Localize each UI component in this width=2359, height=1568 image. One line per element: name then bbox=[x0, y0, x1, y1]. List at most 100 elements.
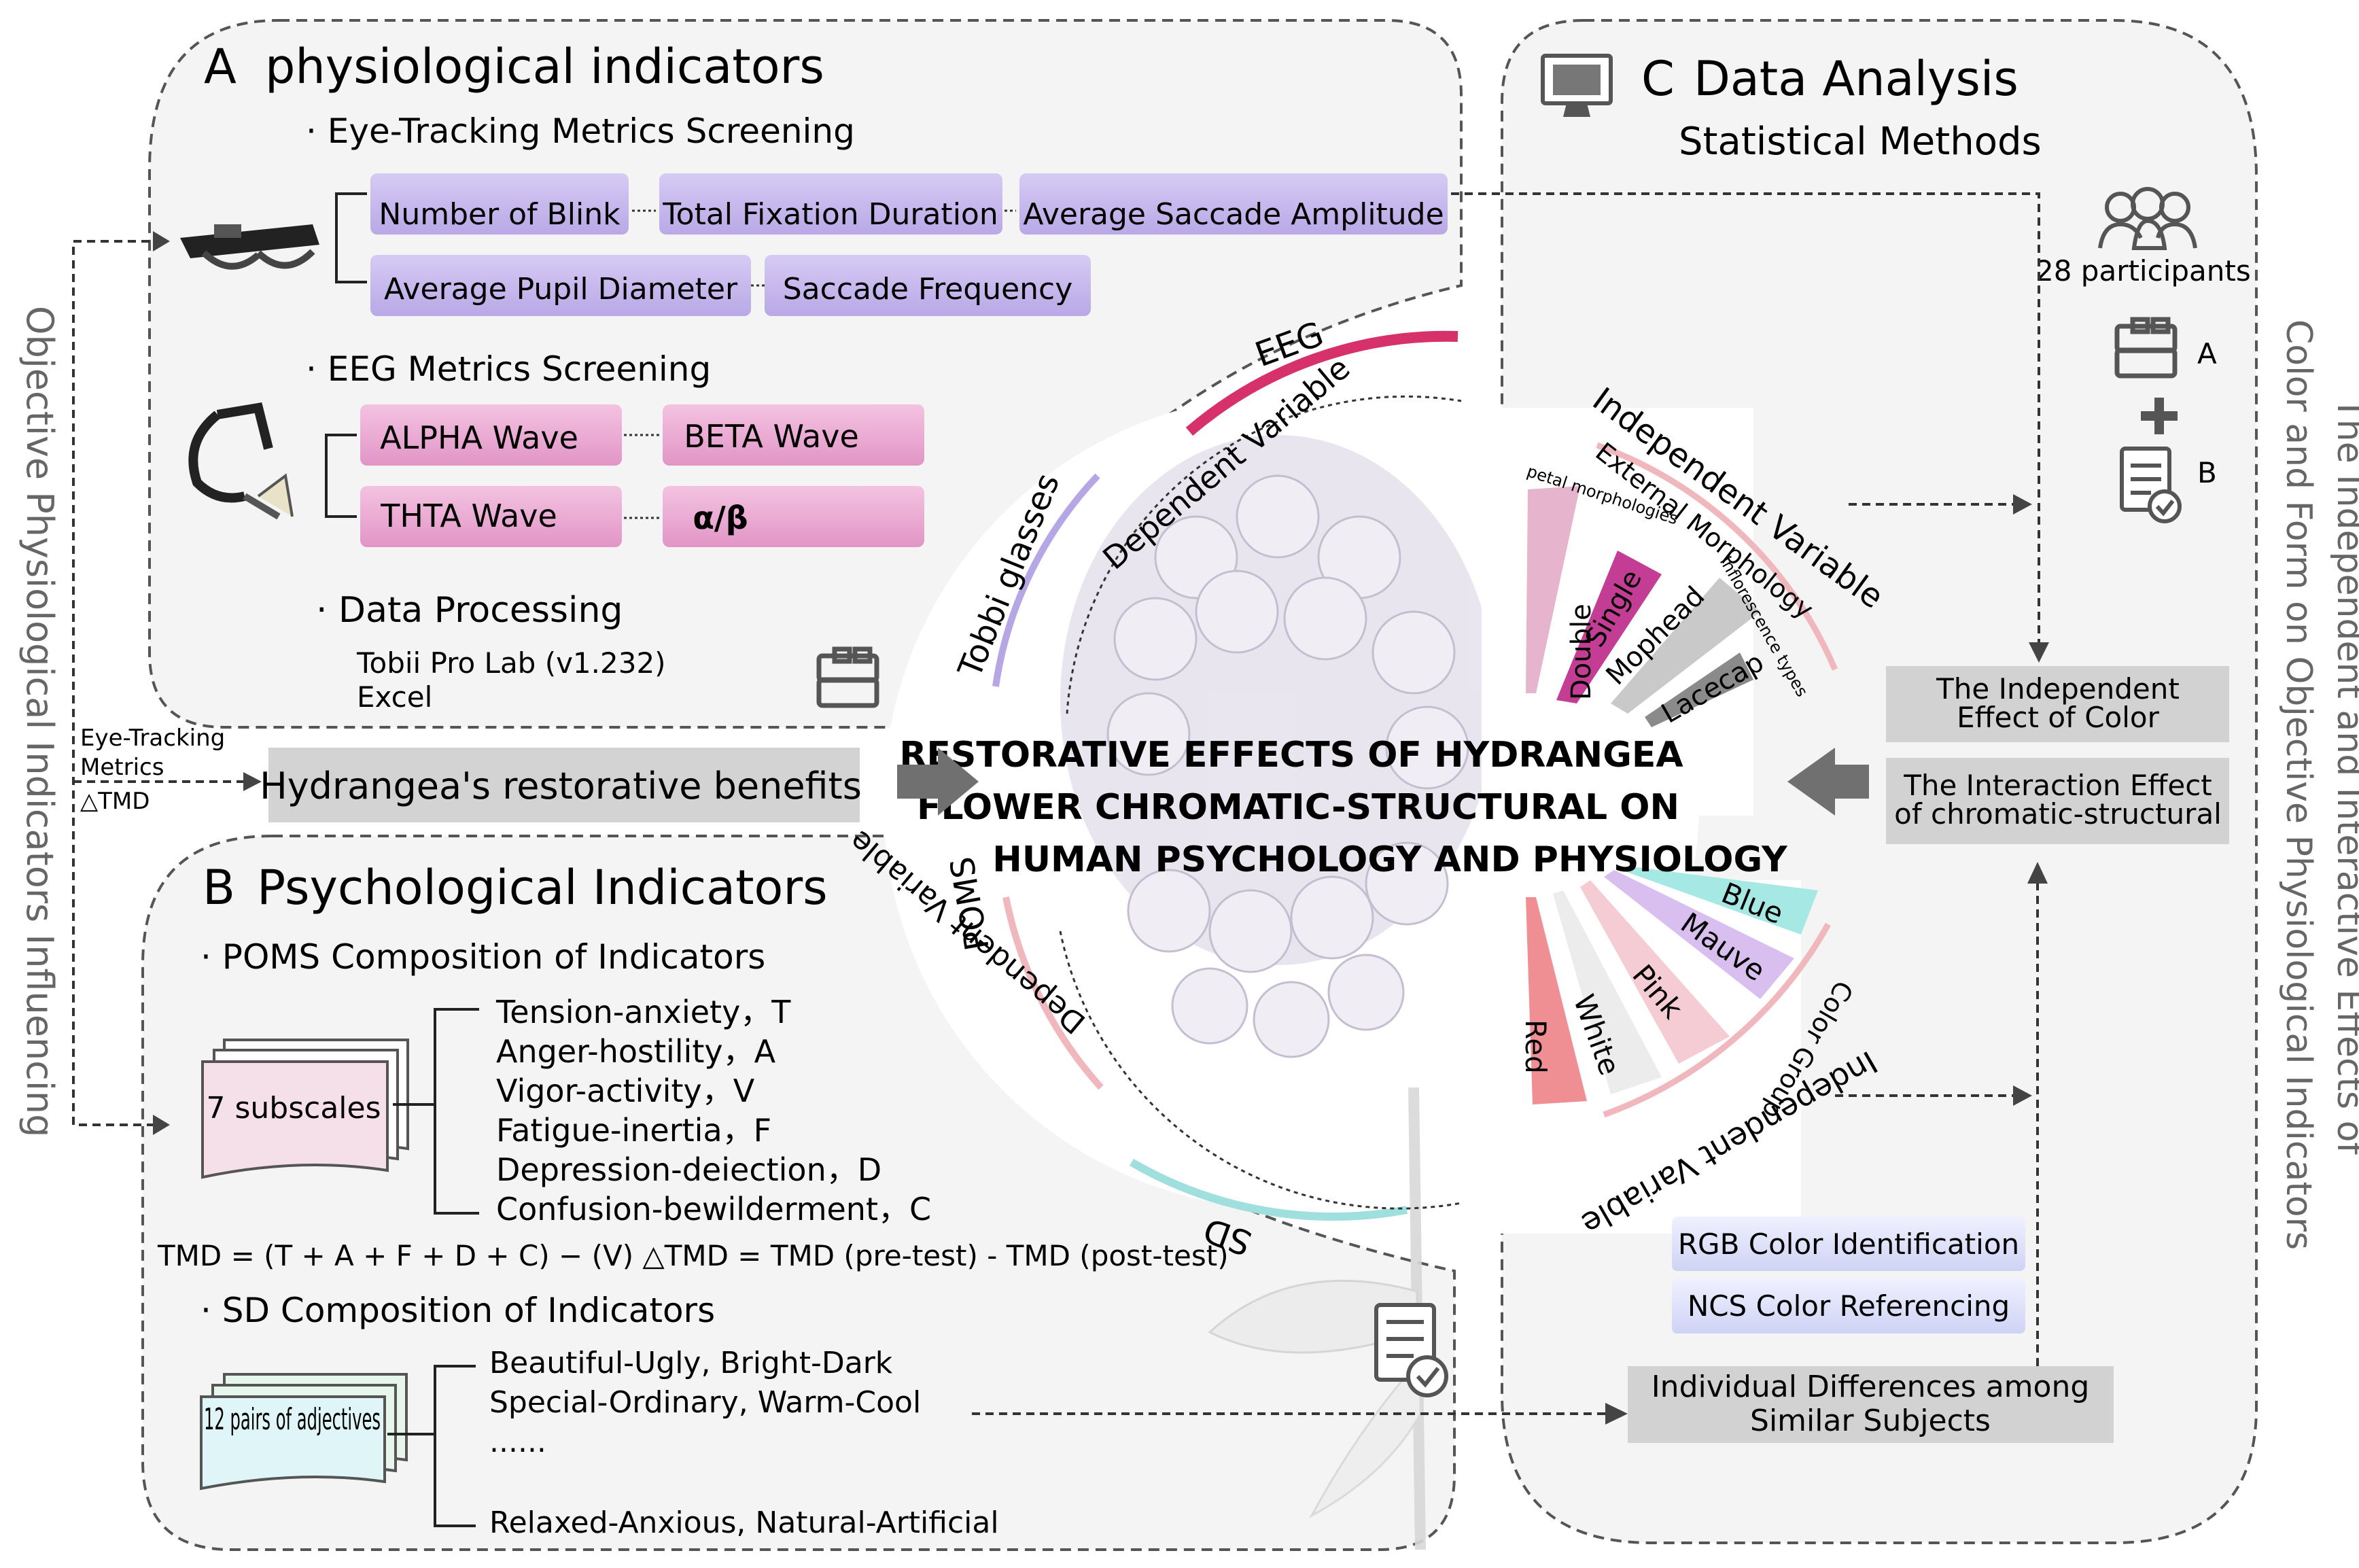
center-title-line-3: HUMAN PSYCHOLOGY AND PHYSIOLOGY bbox=[992, 839, 1788, 880]
sd-card-label-line: 12 pairs of adjectives bbox=[204, 1402, 381, 1437]
tobii-arc bbox=[992, 473, 1100, 687]
participants-label: 28 participants bbox=[2035, 254, 2251, 288]
rgb-method-label: RGB Color Identification bbox=[1678, 1227, 2019, 1261]
group-b-label: B bbox=[2197, 456, 2217, 489]
eeg-metric-box-2: THTA Wave bbox=[360, 486, 622, 547]
eye-metric-box-3: Average Pupil Diameter bbox=[370, 255, 751, 316]
eeg-metric-label-0: ALPHA Wave bbox=[380, 419, 578, 456]
eye-metric-label-3: Average Pupil Diameter bbox=[384, 272, 738, 307]
color-arrow bbox=[2013, 1085, 2032, 1106]
poms-item-5: Confusion-bewilderment，C bbox=[496, 1191, 931, 1227]
section-c-title: Data Analysis bbox=[1694, 51, 2019, 107]
poms-item-1: Anger-hostility，A bbox=[496, 1033, 776, 1070]
benefits-arrow bbox=[243, 772, 262, 791]
poms-arc bbox=[1002, 896, 1104, 1090]
red-bar bbox=[1526, 897, 1587, 1104]
section-c-letter: C bbox=[1641, 51, 1675, 107]
blue-bar bbox=[1621, 867, 1818, 935]
eye-tracking-glasses-icon bbox=[180, 224, 319, 270]
effects-down-arrow bbox=[2029, 642, 2049, 663]
group-a-database-icon bbox=[2114, 317, 2178, 379]
sd-item-2: ...... bbox=[489, 1425, 546, 1459]
eeg-metric-label-3: α/β bbox=[693, 500, 748, 536]
color-group-arc bbox=[1603, 922, 1831, 1118]
poms-card-stack: 7 subscales bbox=[201, 1039, 409, 1179]
sd-arc bbox=[1129, 1158, 1408, 1221]
right-arrow-to-center bbox=[897, 748, 979, 816]
eye-metric-box-1: Total Fixation Duration bbox=[659, 173, 1002, 234]
sd-item-1: Special-Ordinary, Warm-Cool bbox=[489, 1385, 921, 1420]
center-title-line-1: RESTORATIVE EFFECTS OF HYDRANGEA bbox=[899, 735, 1683, 776]
sd-item-0: Beautiful-Ugly, Bright-Dark bbox=[489, 1346, 893, 1380]
center-title-line-2: FLOWER CHROMATIC-STRUCTURAL ON bbox=[917, 787, 1679, 828]
differences-label-b: Similar Subjects bbox=[1750, 1404, 1991, 1438]
left-connector-line bbox=[72, 240, 163, 1126]
color-bars bbox=[1526, 867, 1818, 1104]
differences-arrow bbox=[1605, 1403, 1628, 1425]
processing-tool-1: Excel bbox=[357, 680, 432, 714]
section-a-title: physiological indicators bbox=[265, 39, 824, 94]
eye-metric-label-0: Number of Blink bbox=[379, 197, 621, 232]
effect-label-1b: of chromatic-structural bbox=[1894, 797, 2222, 831]
poms-card-label: 7 subscales bbox=[206, 1091, 381, 1126]
survey-check-icon-b bbox=[1374, 1303, 1448, 1397]
benefits-box: Hydrangea's restorative benefits bbox=[260, 748, 862, 822]
differences-label-a: Individual Differences among bbox=[1652, 1370, 2090, 1404]
rgb-method-box: RGB Color Identification bbox=[1672, 1217, 2025, 1271]
eeg-metric-box-0: ALPHA Wave bbox=[360, 404, 622, 466]
hydrangea-illustration bbox=[1060, 435, 1495, 1550]
poms-items-bracket bbox=[434, 1008, 479, 1215]
effect-label-0a: The Independent bbox=[1936, 672, 2180, 705]
eeg-metric-box-3: α/β bbox=[663, 486, 924, 547]
effect-box-0: The Independent Effect of Color bbox=[1886, 666, 2229, 742]
poms-item-2: Vigor-activity，V bbox=[496, 1073, 755, 1109]
eye-metric-box-0: Number of Blink bbox=[370, 173, 629, 234]
poms-heading: · POMS Composition of Indicators bbox=[200, 937, 765, 977]
monitor-icon bbox=[1541, 54, 1613, 117]
center-title: RESTORATIVE EFFECTS OF HYDRANGEA FLOWER … bbox=[899, 735, 1788, 880]
effect-label-0b: Effect of Color bbox=[1957, 701, 2159, 734]
plus-icon bbox=[2141, 398, 2178, 434]
section-a-letter: A bbox=[204, 39, 237, 94]
group-b-survey-icon bbox=[2120, 447, 2182, 523]
panel-b-outline bbox=[141, 835, 1456, 1551]
poms-item-0: Tension-anxiety，T bbox=[495, 994, 791, 1030]
ncs-method-label: NCS Color Referencing bbox=[1688, 1289, 2010, 1323]
database-icon bbox=[816, 646, 879, 708]
external-morphology-arc bbox=[1596, 442, 1838, 671]
eye-metric-label-4: Saccade Frequency bbox=[783, 272, 1073, 307]
effect-label-1a: The Interaction Effect bbox=[1903, 769, 2212, 802]
sd-card-stack: 12 pairs of adjectives bbox=[200, 1373, 408, 1491]
eeg-metric-label-2: THTA Wave bbox=[380, 498, 557, 534]
eye-tracking-heading: · Eye-Tracking Metrics Screening bbox=[306, 111, 855, 151]
left-arrow-to-center bbox=[1787, 748, 1869, 816]
section-b-title: Psychological Indicators bbox=[257, 860, 828, 916]
metrics-side-label: Metrics bbox=[80, 754, 164, 781]
eeg-arc bbox=[1185, 330, 1458, 436]
side-right-label-line-1: Color and Form on Objective Physiologica… bbox=[2278, 319, 2319, 1250]
sd-item-3: Relaxed-Anxious, Natural-Artificial bbox=[489, 1505, 999, 1540]
eye-metrics-to-participants-connector bbox=[1451, 192, 2040, 652]
color-red-label: Red bbox=[1519, 1020, 1552, 1074]
data-processing-heading: · Data Processing bbox=[316, 590, 623, 631]
eeg-headset-icon bbox=[188, 402, 294, 520]
section-b-letter: B bbox=[203, 860, 235, 916]
eye-tracking-side-label: Eye-Tracking bbox=[80, 725, 225, 752]
effects-up-arrow bbox=[2027, 862, 2048, 884]
poms-item-4: Depression-deiection，D bbox=[496, 1151, 881, 1188]
sd-heading: · SD Composition of Indicators bbox=[200, 1291, 715, 1330]
petal-bars bbox=[1526, 486, 1760, 727]
sd-items-bracket bbox=[434, 1365, 476, 1527]
group-a-label: A bbox=[2197, 337, 2217, 370]
left-arrow-a bbox=[153, 231, 170, 251]
benefits-label: Hydrangea's restorative benefits bbox=[260, 765, 862, 807]
section-c-subtitle: Statistical Methods bbox=[1679, 120, 2042, 164]
eye-metric-box-4: Saccade Frequency bbox=[765, 255, 1091, 316]
processing-tool-0: Tobii Pro Lab (v1.232) bbox=[356, 646, 666, 680]
eye-metric-label-1: Total Fixation Duration bbox=[662, 197, 998, 232]
tmd-formula: TMD = (T + A + F + D + C) − (V) △TMD = T… bbox=[157, 1239, 1229, 1272]
single-bar bbox=[1556, 551, 1662, 703]
ncs-method-box: NCS Color Referencing bbox=[1672, 1278, 2025, 1334]
